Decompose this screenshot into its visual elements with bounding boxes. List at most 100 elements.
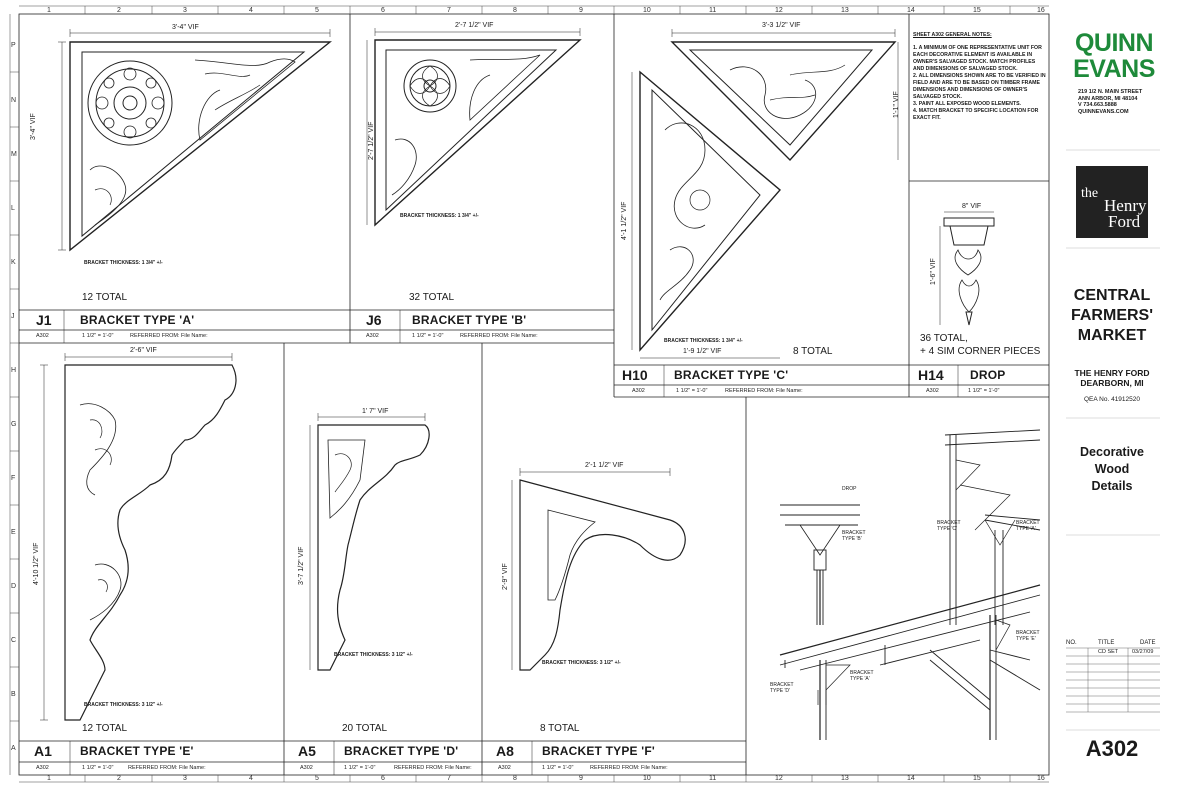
iso-detail-drawing	[779, 429, 1041, 740]
quantity-total: 32 TOTAL	[409, 292, 455, 303]
bracket-thickness-note: BRACKET THICKNESS: 3 1/2" +/-	[84, 702, 163, 708]
detail-id: A8	[496, 743, 514, 759]
grid-row-label: M	[11, 151, 17, 158]
qea-number: QEA No. 41912520	[1083, 396, 1140, 403]
detail-scale: 1 1/2" = 1'-0"	[82, 765, 114, 771]
grid-row-label: F	[11, 475, 16, 482]
sheet-title-line: Wood	[1094, 462, 1130, 476]
grid-col-label: 15	[973, 7, 981, 14]
grid-col-label: 7	[447, 775, 451, 782]
dimension-label: 3'-4" VIF	[172, 24, 199, 31]
detail-title: DROP	[970, 368, 1006, 382]
revision-header-title: TITLE	[1098, 640, 1115, 646]
quantity-total: 8 TOTAL	[540, 723, 580, 734]
grid-col-label: 11	[709, 775, 717, 782]
grid-row-label: P	[11, 42, 16, 49]
project-location-line: DEARBORN, MI	[1080, 378, 1144, 388]
grid-col-label: 12	[775, 775, 783, 782]
referred-from: REFERRED FROM: File Name:	[128, 765, 206, 771]
note-line: 2. ALL DIMENSIONS SHOWN ARE TO BE VERIFI…	[913, 73, 1046, 79]
grid-col-label: 14	[907, 7, 915, 14]
callout-bracket-a-lower: BRACKET TYPE 'A'	[850, 670, 874, 682]
dimension-label: 1'-1" VIF	[893, 91, 900, 118]
grid-col-label: 2	[117, 775, 121, 782]
sheet-ref: A302	[300, 765, 313, 771]
revision-date: 03/27/09	[1132, 649, 1154, 655]
detail-scale: 1 1/2" = 1'-0"	[676, 388, 708, 394]
callout-bracket-a: BRACKET TYPE 'A'	[1016, 520, 1040, 532]
note-line: EXACT FIT.	[913, 115, 941, 121]
dimension-label: 3'-7 1/2" VIF	[298, 546, 305, 585]
sheet-ref: A302	[498, 765, 511, 771]
grid-row-label: N	[11, 97, 17, 104]
detail-id: J1	[36, 312, 52, 328]
grid-col-label: 6	[381, 7, 385, 14]
quantity-total: 12 TOTAL	[82, 723, 128, 734]
grid-row-label: J	[11, 313, 15, 320]
grid-col-label: 1	[47, 775, 51, 782]
firm-address-line: ANN ARBOR, MI 48104	[1078, 95, 1138, 102]
dimension-label: 8" VIF	[962, 203, 982, 210]
detail-title: BRACKET TYPE 'D'	[344, 744, 459, 758]
firm-website: QUINNEVANS.COM	[1078, 108, 1129, 115]
project-name-line: MARKET	[1077, 327, 1147, 344]
bracket-e-drawing	[64, 364, 237, 721]
quantity-total: 20 TOTAL	[342, 723, 388, 734]
bracket-thickness-note: BRACKET THICKNESS: 3 1/2" +/-	[334, 652, 413, 658]
detail-scale: 1 1/2" = 1'-0"	[542, 765, 574, 771]
revision-header-date: DATE	[1140, 640, 1156, 646]
grid-row-label: H	[11, 367, 17, 374]
sheet-ref: A302	[366, 333, 379, 339]
client-logo-name2: Ford	[1108, 212, 1141, 231]
quantity-total: 36 TOTAL,	[920, 333, 968, 344]
grid-col-label: 1	[47, 7, 51, 14]
detail-id: J6	[366, 312, 382, 328]
bracket-c-drawing	[639, 41, 897, 352]
dimension-label: 1'-9 1/2" VIF	[683, 348, 722, 355]
grid-col-label: 16	[1037, 775, 1045, 782]
bracket-thickness-note: BRACKET THICKNESS: 1 3/4" +/-	[400, 213, 479, 219]
callout-drop: DROP	[842, 486, 857, 492]
note-line: AND DIMENSIONS OF SALVAGED STOCK.	[913, 66, 1018, 72]
grid-col-label: 4	[249, 7, 253, 14]
grid-col-label: 13	[841, 775, 849, 782]
referred-from: REFERRED FROM: File Name:	[460, 333, 538, 339]
note-line: 4. MATCH BRACKET TO SPECIFIC LOCATION FO…	[913, 108, 1039, 114]
detail-scale: 1 1/2" = 1'-0"	[344, 765, 376, 771]
grid-col-label: 14	[907, 775, 915, 782]
general-notes-heading: SHEET A302 GENERAL NOTES:	[913, 32, 992, 38]
grid-row-label: D	[11, 583, 17, 590]
bracket-thickness-note: BRACKET THICKNESS: 1 3/4" +/-	[664, 338, 743, 344]
grid-row-label: L	[11, 205, 15, 212]
firm-logo-line2: EVANS	[1073, 55, 1155, 83]
grid-col-label: 15	[973, 775, 981, 782]
note-line: EACH DECORATIVE ELEMENT IS AVAILABLE IN	[913, 52, 1033, 58]
grid-col-label: 11	[709, 7, 717, 14]
revision-title: CD SET	[1098, 649, 1119, 655]
referred-from: REFERRED FROM: File Name:	[590, 765, 668, 771]
sheet-title-line: Decorative	[1080, 445, 1144, 459]
detail-scale: 1 1/2" = 1'-0"	[968, 388, 1000, 394]
grid-row-label: A	[11, 745, 16, 752]
detail-title: BRACKET TYPE 'F'	[542, 744, 655, 758]
grid-row-label: C	[11, 637, 17, 644]
sheet-ref: A302	[632, 388, 645, 394]
grid-col-label: 3	[183, 775, 187, 782]
project-name-line: CENTRAL	[1073, 287, 1151, 304]
sheet-title-line: Details	[1091, 479, 1133, 493]
note-line: OWNER'S SALVAGED STOCK. MATCH PROFILES	[913, 59, 1036, 65]
grid-col-label: 9	[579, 7, 583, 14]
detail-id: H10	[622, 367, 648, 383]
note-line: 3. PAINT ALL EXPOSED WOOD ELEMENTS.	[913, 101, 1021, 107]
grid-col-label: 12	[775, 7, 783, 14]
dimension-label: 4'-10 1/2" VIF	[33, 542, 40, 585]
project-location-line: THE HENRY FORD	[1074, 368, 1150, 378]
grid-col-label: 9	[579, 775, 583, 782]
bracket-thickness-note: BRACKET THICKNESS: 3 1/2" +/-	[542, 660, 621, 666]
project-name: CENTRAL FARMERS' MARKET	[1060, 286, 1164, 346]
dimension-label: 2'-1 1/2" VIF	[585, 462, 624, 469]
note-line: DIMENSIONS AND DIMENSIONS OF OWNER'S	[913, 87, 1028, 93]
bracket-b-drawing	[374, 39, 582, 227]
note-line: SALVAGED STOCK.	[913, 94, 962, 100]
sheet-ref: A302	[926, 388, 939, 394]
